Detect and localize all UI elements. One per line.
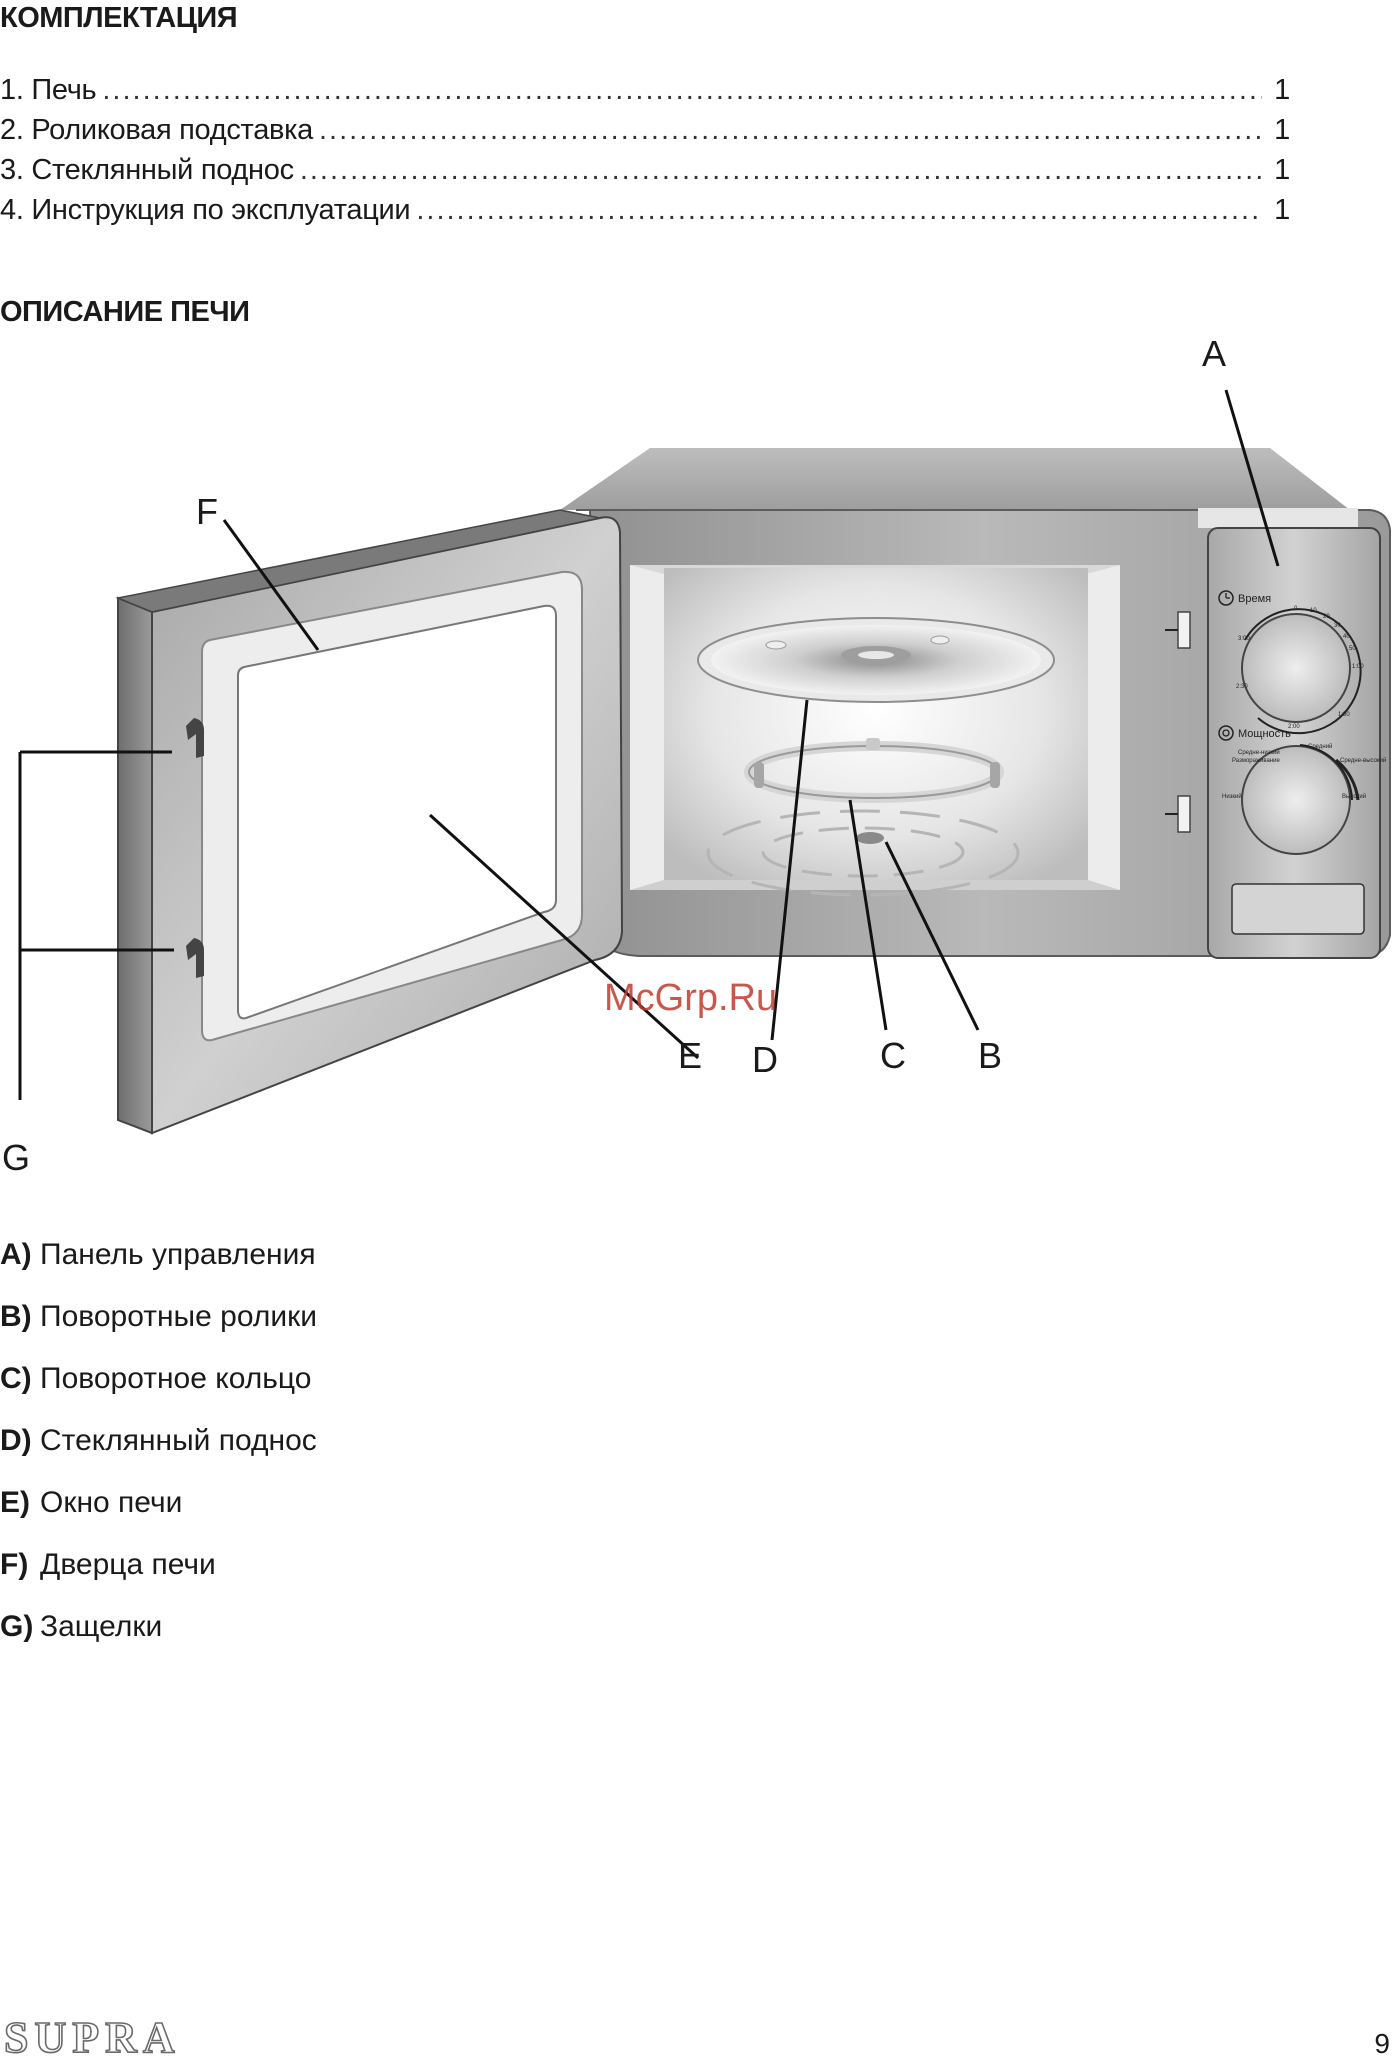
time-tick: 1:30 [1338, 712, 1350, 718]
legend-key: D) [0, 1424, 32, 1457]
panel-strip-top [1198, 508, 1358, 528]
contents-item-qty: 1 [1274, 74, 1290, 106]
legend-item: A) Панель управления [0, 1238, 317, 1300]
dot-leader [319, 114, 1262, 147]
callout-f: F [196, 491, 218, 532]
roller-ring [744, 738, 1004, 803]
time-tick: 50 [1349, 646, 1356, 652]
contents-item-label: 4. Инструкция по эксплуатации [0, 194, 411, 226]
contents-item-qty: 1 [1274, 154, 1290, 186]
contents-item: 2. Роликовая подставка 1 [0, 114, 1290, 154]
legend-key: A) [0, 1238, 32, 1271]
time-tick: 30 [1334, 623, 1341, 629]
callout-e: E [678, 1035, 702, 1076]
dot-leader [416, 194, 1262, 227]
oven-door [115, 509, 624, 1135]
time-tick: 10 [1310, 608, 1317, 614]
callout-b: B [978, 1035, 1002, 1076]
legend-text: Дверца печи [40, 1548, 216, 1581]
time-label: Время [1238, 593, 1271, 605]
time-tick: 0 [1294, 606, 1298, 612]
body-top [560, 448, 1350, 510]
watermark: McGrp.Ru [604, 977, 777, 1019]
legend-text: Защелки [40, 1610, 163, 1643]
power-level: Высокий [1342, 793, 1366, 800]
legend-key: C) [0, 1362, 32, 1395]
time-tick: 3:00 [1238, 636, 1250, 642]
door-release-button [1231, 883, 1365, 935]
power-level: Средний [1308, 743, 1332, 750]
dot-leader [102, 74, 1262, 107]
power-icon [1218, 725, 1234, 741]
contents-item: 4. Инструкция по эксплуатации 1 [0, 194, 1290, 234]
brand-logo: SUPRA [3, 2012, 181, 2063]
legend-item: C) Поворотное кольцо [0, 1362, 317, 1424]
power-level: Средне-низкий [1238, 749, 1280, 756]
contents-item-qty: 1 [1274, 114, 1290, 146]
contents-item: 1. Печь 1 [0, 74, 1290, 114]
contents-item-label: 2. Роликовая подставка [0, 114, 313, 146]
power-level: Размораживание [1232, 758, 1280, 764]
leader-lines [18, 389, 1280, 1100]
time-tick: 2:00 [1288, 724, 1300, 730]
power-level: Низкий [1222, 793, 1242, 800]
description-heading: ОПИСАНИЕ ПЕЧИ [0, 296, 250, 328]
clock-icon [1218, 590, 1234, 606]
dot-leader [300, 154, 1262, 187]
time-tick: 40 [1343, 634, 1350, 640]
contents-item-label: 1. Печь [0, 74, 97, 106]
power-label: Мощность [1238, 728, 1291, 740]
legend-item: F) Дверца печи [0, 1548, 317, 1610]
contents-item-label: 3. Стеклянный поднос [0, 154, 294, 186]
turntable-coupler [856, 832, 884, 844]
control-panel: Время 0 10 20 30 40 50 1:00 1:30 2:00 2:… [1207, 527, 1386, 959]
oven-cavity [630, 565, 1120, 897]
legend-item: E) Окно печи [0, 1486, 317, 1548]
legend-key: E) [0, 1486, 30, 1519]
legend-item: D) Стеклянный поднос [0, 1424, 317, 1486]
legend-key: F) [0, 1548, 29, 1581]
power-level: Средне-высокий [1340, 757, 1386, 764]
legend-text: Панель управления [40, 1238, 316, 1271]
legend-key: B) [0, 1300, 32, 1333]
parts-legend: A) Панель управления B) Поворотные ролик… [0, 1238, 317, 1672]
callout-a: A [1202, 333, 1226, 374]
latch-hook [186, 718, 204, 758]
latch-slots [1165, 611, 1191, 833]
glass-tray [697, 617, 1055, 703]
legend-item: G) Защелки [0, 1610, 317, 1672]
contents-heading: КОМПЛЕКТАЦИЯ [0, 2, 238, 34]
callout-g: G [2, 1137, 30, 1178]
power-knob [1241, 745, 1351, 855]
callout-d: D [752, 1039, 778, 1080]
callout-c: C [880, 1035, 906, 1076]
contents-list: 1. Печь 1 2. Роликовая подставка 1 3. Ст… [0, 74, 1290, 234]
latch-hook [186, 938, 204, 978]
legend-text: Поворотные ролики [40, 1300, 317, 1333]
door-edge [117, 596, 153, 1135]
time-tick: 1:00 [1352, 664, 1364, 670]
legend-text: Стеклянный поднос [40, 1424, 317, 1457]
time-tick: 20 [1323, 614, 1330, 620]
legend-text: Поворотное кольцо [40, 1362, 312, 1395]
microwave-diagram: Время 0 10 20 30 40 50 1:00 1:30 2:00 2:… [2, 333, 1391, 1178]
legend-item: B) Поворотные ролики [0, 1300, 317, 1362]
time-tick: 2:30 [1236, 684, 1248, 690]
contents-item: 3. Стеклянный поднос 1 [0, 154, 1290, 194]
legend-key: G) [0, 1610, 34, 1643]
page-number: 9 [1374, 2028, 1390, 2059]
legend-text: Окно печи [40, 1486, 183, 1519]
contents-item-qty: 1 [1274, 194, 1290, 226]
time-knob [1241, 613, 1351, 723]
door-window [237, 604, 557, 1020]
